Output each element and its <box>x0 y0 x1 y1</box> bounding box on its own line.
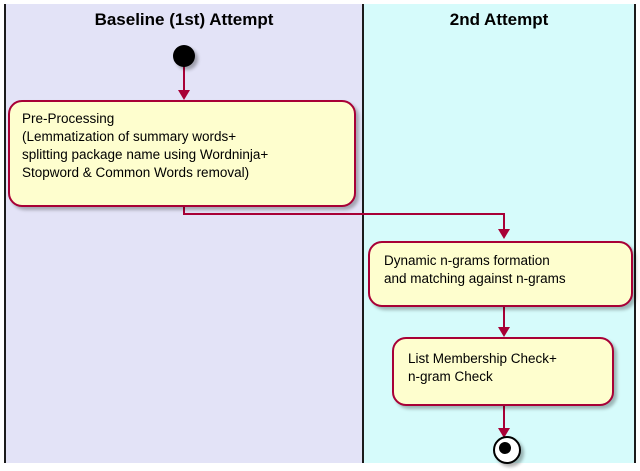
edge-start-to-preprocessing <box>183 66 185 92</box>
activity-dynamic-ngrams[interactable]: Dynamic n-grams formation and matching a… <box>368 241 633 307</box>
final-node-icon <box>493 436 521 464</box>
arrowhead-icon <box>498 428 510 438</box>
arrowhead-icon <box>178 90 190 100</box>
edge-ngrams-to-membership <box>503 307 505 330</box>
arrowhead-icon <box>498 229 510 239</box>
initial-node-icon <box>173 45 195 67</box>
edge-preprocessing-to-ngrams <box>503 213 505 233</box>
activity-list-membership-check[interactable]: List Membership Check+ n-gram Check <box>392 337 614 406</box>
edge-membership-to-end <box>503 406 505 432</box>
edge-preprocessing-down <box>183 206 185 215</box>
activity-pre-processing[interactable]: Pre-Processing (Lemmatization of summary… <box>8 100 356 207</box>
swimlane-baseline-title: Baseline (1st) Attempt <box>94 10 274 29</box>
arrowhead-icon <box>498 327 510 337</box>
swimlane-second-attempt-title: 2nd Attempt <box>449 10 549 29</box>
edge-preprocessing-across <box>183 213 505 215</box>
